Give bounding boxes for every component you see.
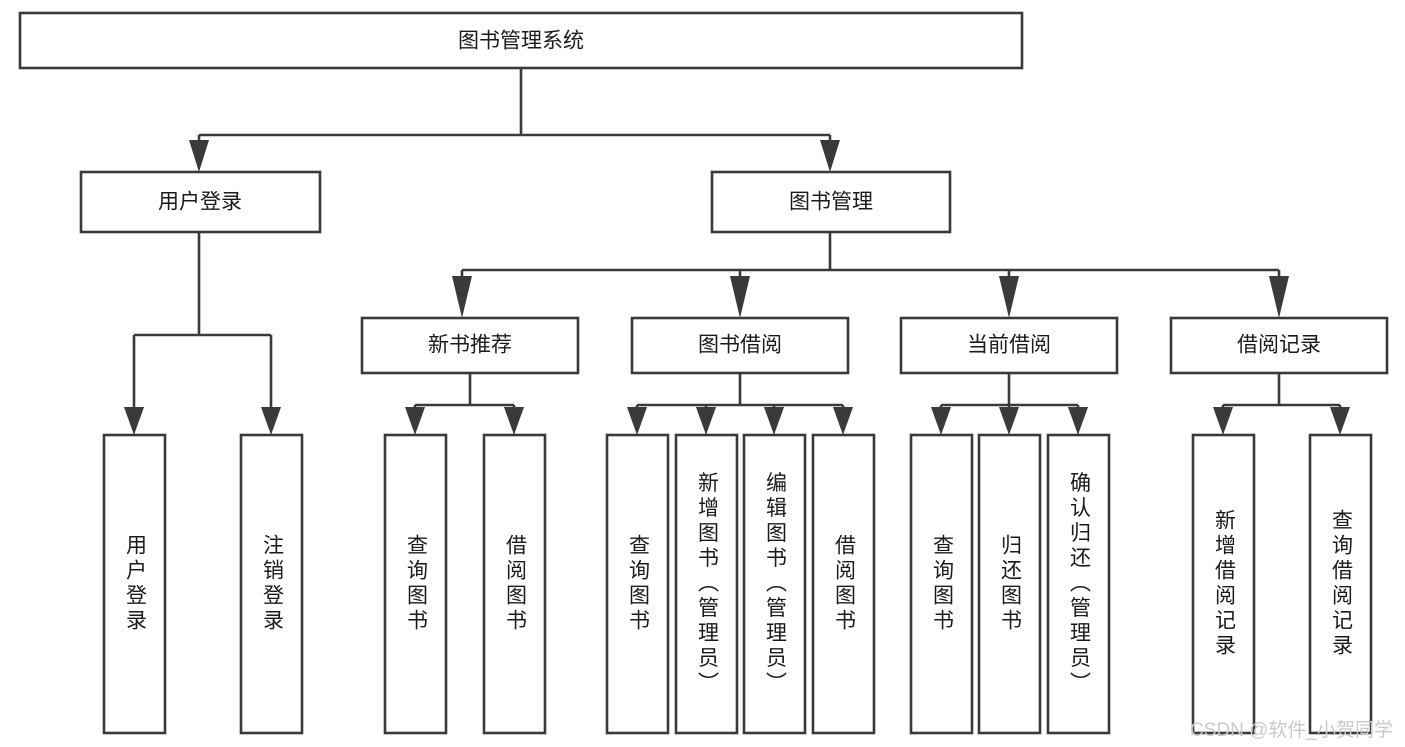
arrowhead-icon <box>1213 407 1233 435</box>
node-leaf-4-label: 借阅图书 <box>504 534 528 634</box>
node-leaf-6-label: 新增图书（管理员） <box>696 472 720 697</box>
node-leaf-12-label: 新增借阅记录 <box>1213 509 1237 659</box>
node-user-login[interactable]: 用户登录 <box>79 170 322 234</box>
node-leaf-3-label: 查询图书 <box>405 534 429 634</box>
arrowhead-icon <box>820 140 840 172</box>
node-new-book-rec-label: 新书推荐 <box>428 334 512 357</box>
arrowhead-icon <box>405 407 425 435</box>
node-leaf-9-box[interactable] <box>909 433 974 735</box>
node-leaf-7-box[interactable] <box>742 433 807 735</box>
node-leaf-10-box[interactable] <box>977 433 1042 735</box>
arrowhead-icon <box>261 407 281 435</box>
arrowhead-icon <box>764 407 784 435</box>
arrowhead-icon <box>696 407 716 435</box>
node-book-manage-label: 图书管理 <box>789 191 873 214</box>
node-leaf-6-box[interactable] <box>674 433 739 735</box>
node-user-login-box[interactable] <box>79 170 322 234</box>
node-leaf-1-box[interactable] <box>102 433 167 735</box>
node-leaf-3-box[interactable] <box>383 433 448 735</box>
node-borrow-record-box[interactable] <box>1169 316 1389 375</box>
arrowhead-icon <box>1269 276 1289 318</box>
node-new-book-rec-box[interactable] <box>360 316 580 375</box>
node-current-borrow[interactable]: 当前借阅 <box>899 316 1119 375</box>
node-leaf-11-label: 确认归还（管理员） <box>1068 472 1092 697</box>
node-leaf-13-box[interactable] <box>1308 433 1373 735</box>
arrowhead-layer <box>124 140 1350 435</box>
node-root[interactable]: 图书管理系统 <box>18 11 1024 70</box>
arrowhead-icon <box>1330 407 1350 435</box>
arrowhead-icon <box>124 407 144 435</box>
node-user-login-label: 用户登录 <box>158 191 242 214</box>
node-leaf-12-box[interactable] <box>1191 433 1256 735</box>
arrowhead-icon <box>189 140 209 172</box>
node-leaf-5-box[interactable] <box>605 433 670 735</box>
node-leaf-8-label: 借阅图书 <box>833 534 857 634</box>
node-leaf-12[interactable]: 新增借阅记录 <box>1191 433 1256 735</box>
node-root-box[interactable] <box>18 11 1024 70</box>
node-leaf-2-label: 注销登录 <box>261 534 285 634</box>
node-leaf-10-label: 归还图书 <box>999 534 1023 634</box>
node-leaf-13-label: 查询借阅记录 <box>1330 509 1354 659</box>
arrowhead-icon <box>999 276 1019 318</box>
arrowhead-icon <box>504 407 524 435</box>
node-leaf-7-label: 编辑图书（管理员） <box>764 472 788 697</box>
arrowhead-icon <box>452 276 472 318</box>
arrowhead-icon <box>999 407 1019 435</box>
node-leaf-11[interactable]: 确认归还（管理员） <box>1046 433 1111 735</box>
node-leaf-9[interactable]: 查询图书 <box>909 433 974 735</box>
node-leaf-4[interactable]: 借阅图书 <box>482 433 547 735</box>
arrowhead-icon <box>1068 407 1088 435</box>
node-leaf-3[interactable]: 查询图书 <box>383 433 448 735</box>
node-leaf-2-box[interactable] <box>239 433 304 735</box>
node-leaf-7[interactable]: 编辑图书（管理员） <box>742 433 807 735</box>
node-leaf-4-box[interactable] <box>482 433 547 735</box>
node-borrow-record-label: 借阅记录 <box>1237 334 1321 357</box>
node-leaf-8[interactable]: 借阅图书 <box>811 433 876 735</box>
arrowhead-icon <box>833 407 853 435</box>
node-book-manage[interactable]: 图书管理 <box>710 170 952 234</box>
node-leaf-1-label: 用户登录 <box>124 534 148 634</box>
node-leaf-9-label: 查询图书 <box>931 534 955 634</box>
node-leaf-6[interactable]: 新增图书（管理员） <box>674 433 739 735</box>
node-borrow-record[interactable]: 借阅记录 <box>1169 316 1389 375</box>
node-book-borrow-label: 图书借阅 <box>698 334 782 357</box>
node-root-label: 图书管理系统 <box>458 30 584 53</box>
arrowhead-icon <box>730 276 750 318</box>
node-leaf-11-box[interactable] <box>1046 433 1111 735</box>
node-leaf-5-label: 查询图书 <box>627 534 651 634</box>
node-leaf-2[interactable]: 注销登录 <box>239 433 304 735</box>
arrowhead-icon <box>931 407 951 435</box>
node-new-book-rec[interactable]: 新书推荐 <box>360 316 580 375</box>
node-book-borrow-box[interactable] <box>630 316 850 375</box>
node-current-borrow-box[interactable] <box>899 316 1119 375</box>
node-book-borrow[interactable]: 图书借阅 <box>630 316 850 375</box>
node-book-manage-box[interactable] <box>710 170 952 234</box>
node-leaf-10[interactable]: 归还图书 <box>977 433 1042 735</box>
node-leaf-8-box[interactable] <box>811 433 876 735</box>
node-leaf-1[interactable]: 用户登录 <box>102 433 167 735</box>
node-leaf-5[interactable]: 查询图书 <box>605 433 670 735</box>
arrowhead-icon <box>627 407 647 435</box>
node-current-borrow-label: 当前借阅 <box>967 334 1051 357</box>
node-leaf-13[interactable]: 查询借阅记录 <box>1308 433 1373 735</box>
